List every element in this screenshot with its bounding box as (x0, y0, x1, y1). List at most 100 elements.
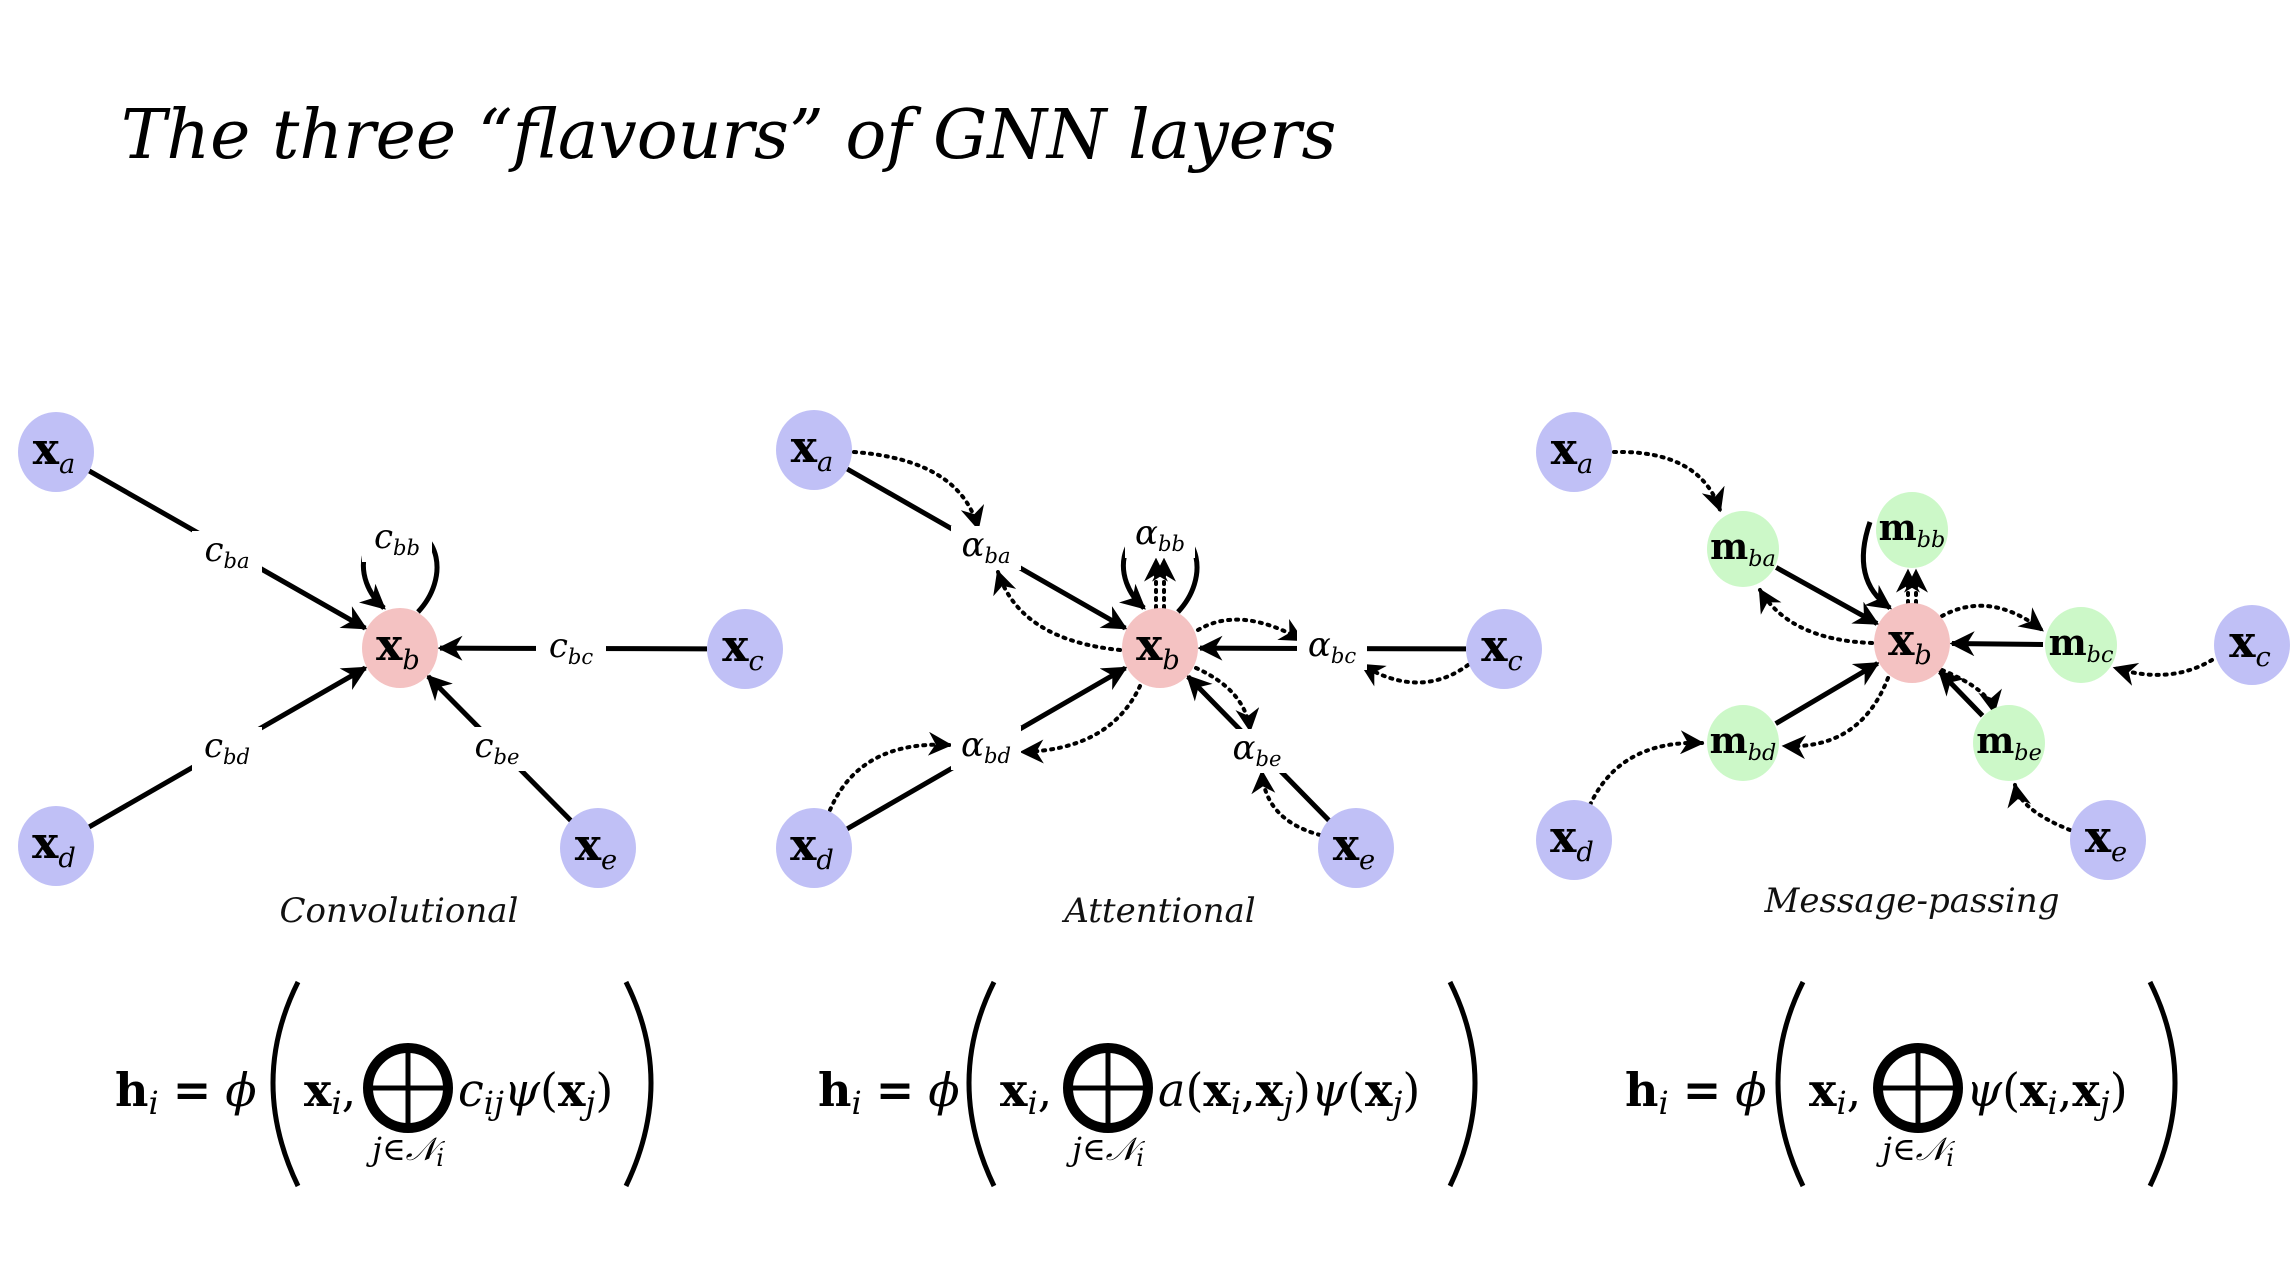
edge-label-be-knockout (1222, 729, 1292, 773)
left-paren (1775, 980, 1806, 1188)
edge-label-bd-knockout (951, 726, 1021, 770)
left-paren (270, 980, 301, 1188)
caption-convolutional: Convolutional (280, 891, 519, 931)
node-e: xe (560, 808, 636, 888)
caption-attentional: Attentional (1061, 891, 1255, 931)
formula-first-arg: xi, (304, 1063, 356, 1122)
edge-label-bd: cbd (204, 726, 250, 769)
node-a-circle (1536, 412, 1612, 492)
node-a-label: xa (33, 424, 76, 480)
aggregation-index: j∈𝒩i (1876, 1130, 1956, 1172)
attention-a-to-alpha-ba (852, 450, 985, 531)
node-b-label: xb (376, 620, 420, 676)
edge-label-bd-knockout (192, 727, 262, 771)
node-a-circle (776, 410, 852, 490)
attention-b-to-alpha-bc (1196, 617, 1305, 642)
edge-label-bc: αbc (1308, 625, 1356, 668)
attention-e-to-alpha-be (1251, 769, 1322, 837)
node-e-label: xe (2085, 812, 2127, 868)
node-e-label: xe (575, 820, 617, 876)
node-a-label: xa (791, 422, 834, 478)
node-d: xd (18, 806, 94, 886)
dotted-b-to-m-bd (1781, 676, 1890, 760)
node-b: xb (362, 608, 438, 688)
message-node-ba-circle (1707, 511, 1779, 587)
formula-first-arg: xi, (1000, 1063, 1052, 1122)
aggregation-index: j∈𝒩i (1066, 1130, 1146, 1172)
oplus-aggregator-icon (363, 1043, 453, 1133)
edge-label-be-knockout (462, 727, 532, 771)
message-node-bc-label: mbc (2049, 622, 2114, 668)
message-node-bb-circle (1876, 492, 1948, 568)
node-b-circle (1122, 608, 1198, 688)
message-node-be-label: mbe (1976, 720, 2042, 766)
edge-label-ba-knockout (951, 526, 1021, 570)
node-b: xb (1122, 608, 1198, 688)
node-e: xe (2070, 800, 2146, 880)
dotted-d-to-m-bd (1588, 730, 1705, 807)
formula-lhs: hi=ϕ (1625, 1063, 1767, 1122)
node-c-circle (707, 609, 783, 689)
node-e: xe (1318, 808, 1394, 888)
slide-title: The three “flavours” of GNN layers (121, 96, 1336, 175)
formula-body: a(xi,xj)ψ(xj) (1158, 1063, 1420, 1122)
node-a: xa (1536, 412, 1612, 492)
message-node-be: mbe (1973, 705, 2045, 781)
node-b-circle (1874, 603, 1950, 683)
right-paren (623, 980, 654, 1188)
edge-label-ba-knockout (192, 531, 262, 575)
message-node-ba: mba (1707, 511, 1779, 587)
attention-c-to-alpha-bc (1359, 663, 1470, 687)
node-c-label: xc (2229, 617, 2271, 673)
node-d: xd (1536, 800, 1612, 880)
node-a: xa (18, 412, 94, 492)
dotted-e-to-m-be (2007, 782, 2072, 832)
dotted-b-to-m-ba (1758, 587, 1874, 645)
formula-lhs: hi=ϕ (115, 1063, 257, 1122)
node-a-circle (18, 412, 94, 492)
node-d-circle (776, 808, 852, 888)
edge-label-bc-knockout (1297, 626, 1367, 670)
message-edge-ba-to-b (1774, 565, 1880, 626)
formula-body: ψ(xi,xj) (1966, 1063, 2128, 1122)
node-b-circle (362, 608, 438, 688)
node-d-circle (1536, 800, 1612, 880)
edge-label-bd: αbd (961, 725, 1011, 768)
edge-label-ba: αba (961, 525, 1010, 568)
message-node-bd-label: mbd (1710, 720, 1777, 766)
node-c-label: xc (722, 621, 764, 677)
right-paren (1447, 980, 1478, 1188)
attention-d-to-alpha-bd (828, 731, 953, 812)
message-node-bb: mbb (1876, 492, 1948, 568)
edge-label-bb: cbb (374, 517, 420, 560)
edge-label-bc: cbc (549, 626, 594, 669)
dotted-a-to-m-ba (1612, 449, 1725, 513)
node-e-label: xe (1333, 820, 1375, 876)
edge-label-be: cbe (474, 726, 519, 769)
node-a: xa (776, 410, 852, 490)
node-d-label: xd (32, 818, 76, 874)
edge-label-bc-knockout (536, 627, 606, 671)
attention-b-to-alpha-ba (993, 569, 1122, 652)
node-d-label: xd (790, 820, 834, 876)
edge-label-bb-knockout (1125, 514, 1195, 558)
message-node-bc: mbc (2045, 607, 2117, 683)
dotted-c-to-m-bc (2112, 658, 2214, 686)
node-d-circle (18, 806, 94, 886)
message-node-be-circle (1973, 705, 2045, 781)
node-e-circle (1318, 808, 1394, 888)
message-node-bb-label: mbb (1879, 507, 1946, 553)
message-edge-bb-to-b (1860, 521, 1893, 611)
message-edge-bd-to-b (1774, 661, 1880, 726)
node-c: xc (707, 609, 783, 689)
dotted-b-to-m-bc (1940, 603, 2044, 632)
edge-label-be: αbe (1233, 728, 1282, 771)
message-edge-be-to-b (1938, 669, 1985, 718)
formula-body: cijψ(xj) (458, 1063, 613, 1122)
